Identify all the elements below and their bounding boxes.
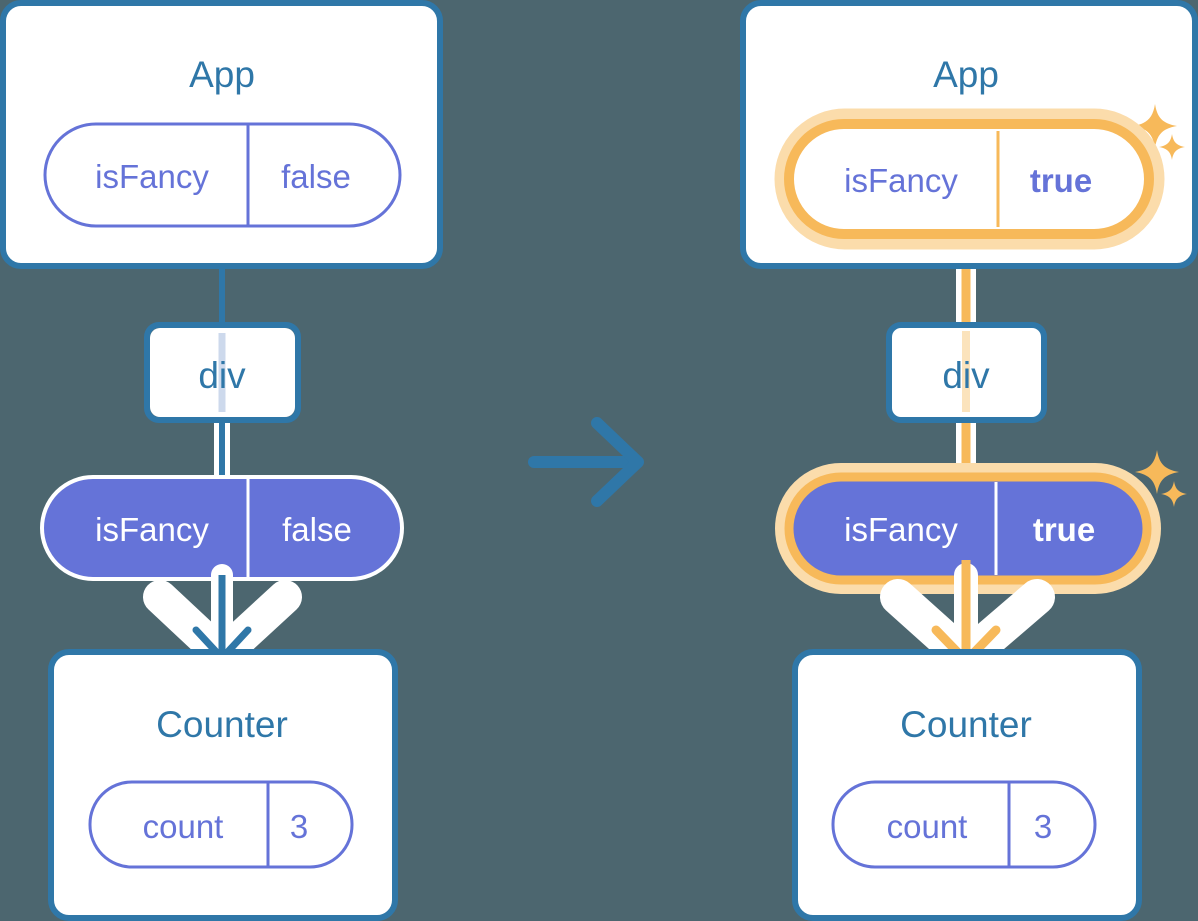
prop-pill-name: isFancy (844, 511, 958, 548)
counter-pill-value: 3 (1034, 808, 1052, 845)
app-state-pill-after[interactable]: isFancy true (774, 108, 1165, 250)
prop-pill-name: isFancy (95, 511, 209, 548)
app-state-pill-before[interactable]: isFancy false (43, 122, 402, 228)
counter-state-pill-after[interactable]: count 3 (831, 780, 1097, 869)
app-pill-name: isFancy (95, 158, 209, 195)
app-pill-name: isFancy (844, 162, 958, 199)
counter-pill-value: 3 (290, 808, 308, 845)
counter-state-pill-before[interactable]: count 3 (88, 780, 354, 869)
prop-pill-value: false (282, 511, 352, 548)
app-box-title: App (189, 54, 255, 95)
div-box-after: div (886, 322, 1047, 423)
prop-state-pill-before[interactable]: isFancy false (40, 475, 404, 581)
app-pill-value: false (281, 158, 351, 195)
flow-arrow-before (143, 564, 302, 672)
div-box-label-top: div (198, 355, 246, 396)
sparkle-icon-prop-small (1161, 481, 1187, 507)
transition-arrow-icon (528, 417, 644, 507)
div-box-label: div (942, 355, 990, 396)
app-pill-value: true (1030, 162, 1092, 199)
div-box-before-fill: div (150, 328, 295, 417)
panel-before: App isFancy false div div isFancy fals (0, 0, 443, 921)
counter-pill-name: count (887, 808, 968, 845)
counter-box-title: Counter (156, 704, 288, 745)
counter-pill-name: count (143, 808, 224, 845)
counter-box-title: Counter (900, 704, 1032, 745)
app-box-title: App (933, 54, 999, 95)
panel-after: App isFancy true div isFancy (740, 0, 1198, 921)
prop-pill-value: true (1033, 511, 1095, 548)
